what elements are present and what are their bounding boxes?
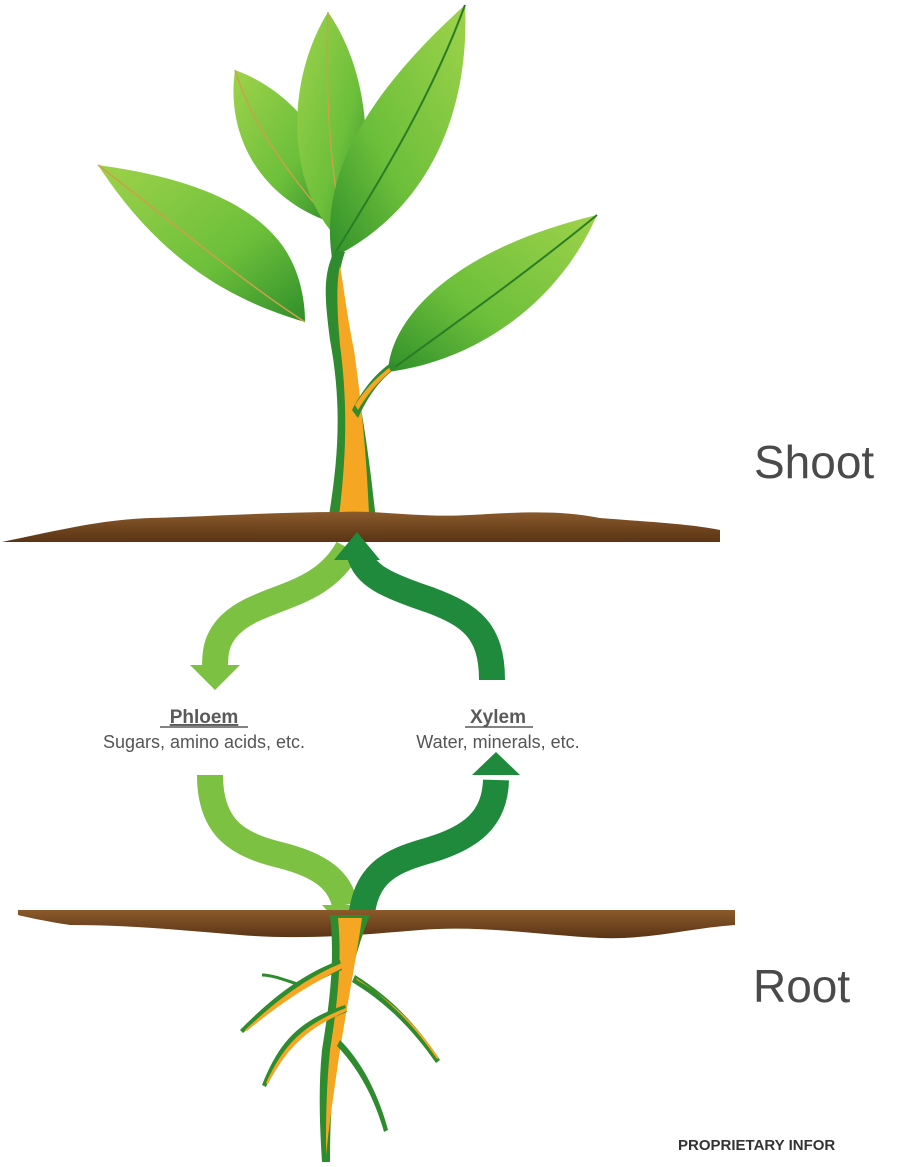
root-label: Root — [753, 960, 850, 1012]
xylem-title: Xylem — [470, 707, 526, 728]
xylem-arrow-upper — [334, 532, 492, 680]
phloem-description: Sugars, amino acids, etc. — [103, 732, 305, 752]
soil-surface-bottom — [18, 910, 735, 938]
phloem-arrow-upper — [190, 548, 348, 690]
root-system — [240, 915, 440, 1162]
footer-proprietary: PROPRIETARY INFOR — [678, 1137, 835, 1154]
stem — [325, 250, 396, 540]
phloem-title: Phloem — [170, 707, 239, 728]
xylem-arrow-lower — [362, 752, 520, 912]
shoot-label: Shoot — [754, 436, 874, 488]
xylem-description: Water, minerals, etc. — [416, 732, 579, 752]
phloem-arrow-lower — [210, 775, 368, 930]
